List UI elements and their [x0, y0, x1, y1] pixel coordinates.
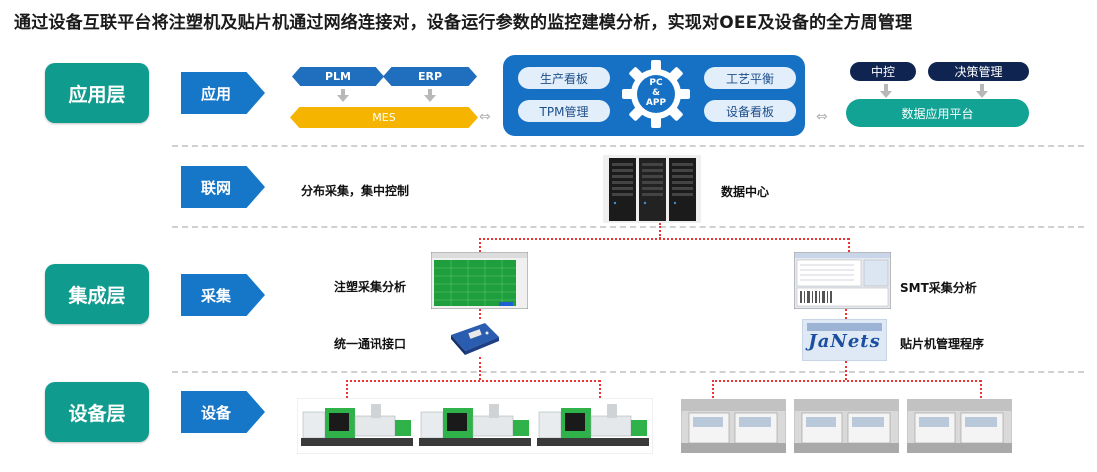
smt-to-program-connector	[845, 309, 847, 319]
row-collect-chevron: 采集	[181, 274, 265, 316]
plm-down-arrow-icon	[337, 89, 349, 102]
smt-devices-bracket	[712, 380, 981, 382]
mes-hub-link-icon: ⇔	[479, 109, 491, 125]
decision-pill[interactable]: 决策管理	[928, 62, 1029, 81]
mes-arrow: MES	[290, 107, 478, 128]
hub-platform-link-icon: ⇔	[816, 109, 828, 125]
layer-integration-button[interactable]: 集成层	[45, 264, 149, 324]
molding-bracket-left	[346, 380, 348, 398]
decision-down-arrow-icon	[976, 84, 988, 98]
dc-connector-left-drop	[479, 238, 481, 252]
row-network-chevron: 联网	[181, 166, 265, 208]
row-app-chevron: 应用	[181, 72, 265, 114]
janets-logo-text: JaNets	[808, 331, 881, 352]
smt-program-label: 贴片机管理程序	[900, 337, 985, 351]
hub-process-balance[interactable]: 工艺平衡	[704, 67, 796, 89]
hub-equipment-board[interactable]: 设备看板	[704, 100, 796, 122]
module-to-devices-connector	[479, 357, 481, 380]
erp-down-arrow-icon	[424, 89, 436, 102]
smt-software-screenshot	[794, 252, 891, 309]
smt-machine-image-2	[794, 399, 899, 453]
control-down-arrow-icon	[880, 84, 892, 98]
smt-machine-image-1	[681, 399, 786, 453]
control-pill[interactable]: 中控	[850, 62, 916, 81]
separator-1	[172, 145, 1084, 147]
molding-software-screenshot	[431, 252, 528, 309]
layer-app-button[interactable]: 应用层	[45, 63, 149, 123]
row-device-chevron: 设备	[181, 391, 265, 433]
molding-bracket-right	[599, 380, 601, 398]
smt-bracket-right	[980, 380, 982, 398]
data-platform-pill[interactable]: 数据应用平台	[846, 99, 1029, 127]
molding-devices-bracket	[346, 380, 600, 382]
molding-analysis-label: 注塑采集分析	[334, 280, 407, 294]
erp-arrow: ERP	[383, 67, 477, 86]
plm-arrow: PLM	[292, 67, 384, 86]
hub-production-board[interactable]: 生产看板	[518, 67, 610, 89]
distributed-label: 分布采集，集中控制	[301, 184, 410, 198]
page-title: 通过设备互联平台将注塑机及贴片机通过网络连接对，设备运行参数的监控建模分析，实现…	[14, 13, 913, 33]
program-to-devices-connector	[845, 361, 847, 380]
smt-analysis-label: SMT采集分析	[900, 281, 977, 295]
comm-module-icon	[447, 319, 503, 357]
janets-logo: JaNets	[802, 319, 887, 361]
molding-to-module-connector	[479, 309, 481, 319]
separator-2	[172, 226, 1084, 228]
smt-bracket-left	[712, 380, 714, 398]
dc-connector-horizontal	[479, 238, 849, 240]
datacenter-label: 数据中心	[721, 185, 770, 199]
layer-device-button[interactable]: 设备层	[45, 382, 149, 442]
gear-icon	[622, 60, 690, 128]
unified-interface-label: 统一通讯接口	[334, 337, 407, 351]
hub-tpm-management[interactable]: TPM管理	[518, 100, 610, 122]
separator-3	[172, 371, 1084, 373]
smt-machine-image-3	[907, 399, 1012, 453]
server-rack-icon	[603, 155, 701, 223]
injection-molding-machines-image	[297, 398, 653, 454]
hub-center-label: PC & APP	[645, 78, 667, 108]
dc-connector-right-drop	[848, 238, 850, 252]
dc-connector-down	[659, 223, 661, 239]
